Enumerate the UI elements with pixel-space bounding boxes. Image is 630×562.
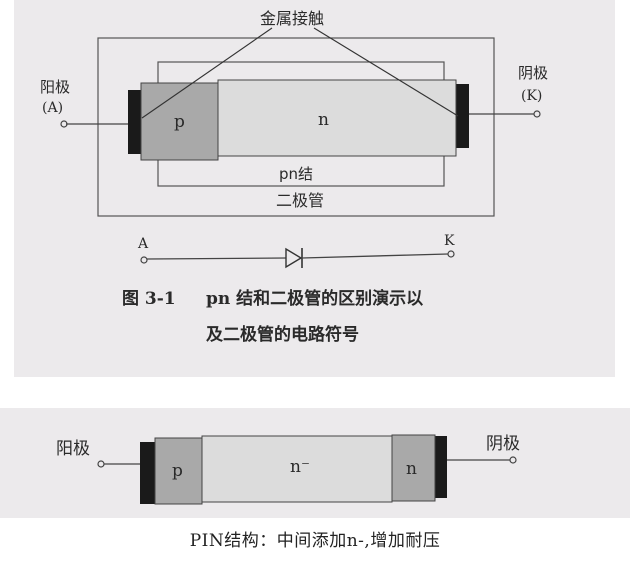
p-region-label: p [174,112,185,132]
pin-anode-terminal [97,460,105,468]
symbol-lead-left [146,257,287,260]
cathode-terminal [533,110,541,118]
pin-structure-photo: 阳极 阴极 p n⁻ n [0,408,630,518]
pin-n-label: n [406,459,417,479]
anode-symbol-label: (A) [42,100,63,116]
pin-cathode-label: 阴极 [486,434,520,454]
n-region-label: n [318,110,329,130]
caption-line-1: pn 结和二极管的区别演示以 [206,288,423,309]
symbol-a-label: A [137,236,149,252]
cathode-label: 阴极 [518,64,548,82]
figure-3-1-photo: 金属接触 阳极 (A) 阴极 (K) p n pn结 二极管 A K 图 3-1… [14,0,615,377]
pin-p-region [154,437,203,505]
contact-pointer-right [313,27,459,117]
pin-n-region [391,434,436,502]
anode-label: 阳极 [40,78,70,96]
symbol-cathode-terminal [447,250,455,258]
pin-anode-label: 阳极 [56,439,90,459]
diode-symbol-triangle [285,247,303,269]
pin-caption: PIN结构：中间添加n-,增加耐压 [189,531,441,551]
cathode-metal-contact [456,84,469,148]
symbol-lead-right [301,253,449,259]
pin-diagram: 阳极 阴极 p n⁻ n [56,434,520,505]
anode-terminal [60,120,68,128]
n-region [217,79,457,157]
anode-metal-contact [128,90,142,154]
caption-line-2: 及二极管的电路符号 [206,324,359,345]
pn-diode-diagram: 金属接触 阳极 (A) 阴极 (K) p n pn结 二极管 A K 图 3-1… [40,9,548,345]
pin-p-label: p [172,461,183,481]
metal-contact-label: 金属接触 [260,9,324,28]
pin-i-label: n⁻ [290,457,310,477]
pn-junction-label: pn结 [279,165,313,183]
pin-intrinsic-region [201,435,393,503]
pin-anode-contact [140,442,156,504]
diode-label: 二极管 [276,191,324,210]
cathode-symbol-label: (K) [521,88,542,104]
pin-cathode-terminal [509,456,517,464]
diode-boundary [97,37,495,217]
symbol-k-label: K [444,233,455,249]
caption-number: 图 3-1 [122,289,176,309]
contact-pointer-left [141,27,273,119]
pin-cathode-contact [434,436,447,498]
symbol-anode-terminal [140,256,148,264]
